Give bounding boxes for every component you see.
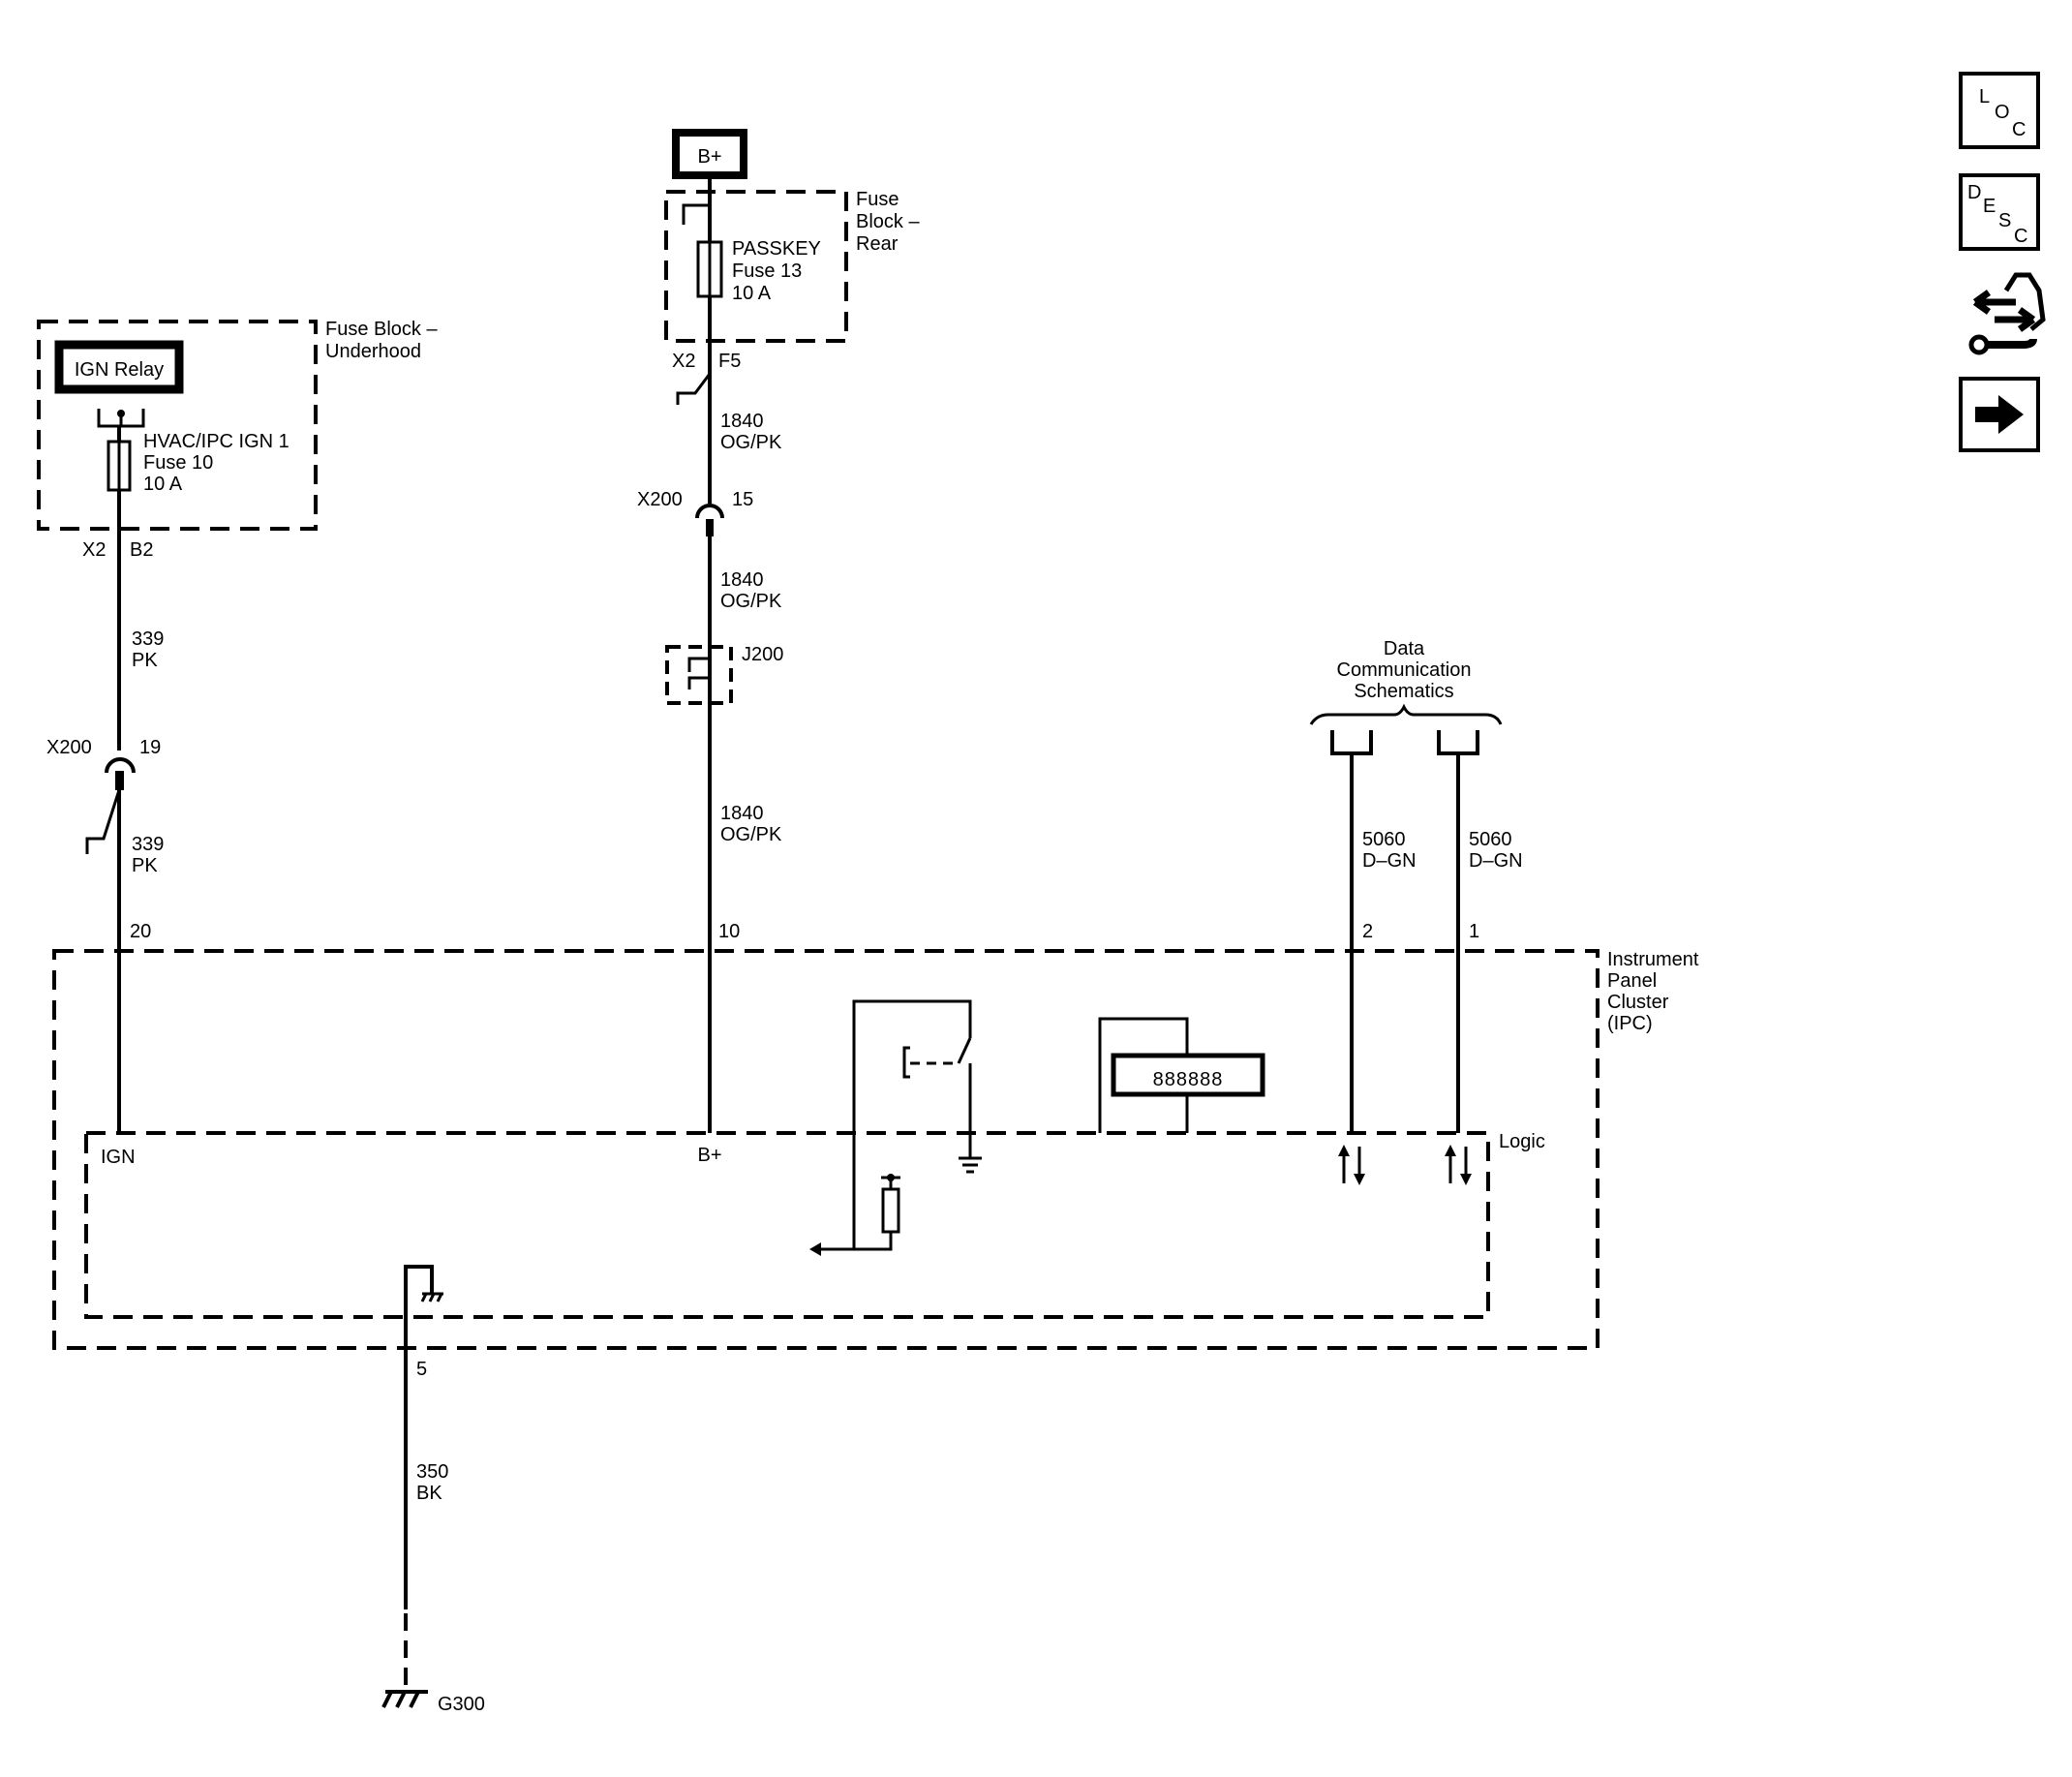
svg-text:5060: 5060	[1362, 829, 1406, 850]
svg-text:X200: X200	[637, 489, 683, 510]
svg-text:1: 1	[1469, 921, 1479, 942]
svg-text:350: 350	[416, 1461, 448, 1483]
svg-text:D–GN: D–GN	[1362, 850, 1417, 872]
instrument-panel-cluster: Instrument Panel Cluster (IPC)	[52, 949, 1699, 1350]
svg-text:10: 10	[718, 921, 740, 942]
location-button[interactable]: L O C	[1959, 72, 2040, 149]
logic-block: Logic	[84, 1131, 1545, 1319]
svg-text:B+: B+	[697, 1145, 721, 1166]
svg-text:1840: 1840	[720, 569, 764, 591]
svg-text:10 A: 10 A	[732, 283, 772, 304]
svg-text:339: 339	[132, 834, 164, 855]
svg-text:Schematics: Schematics	[1354, 681, 1453, 702]
svg-text:PASSKEY: PASSKEY	[732, 238, 821, 260]
svg-text:Communication: Communication	[1337, 659, 1472, 681]
svg-text:Rear: Rear	[856, 233, 899, 255]
svg-text:15: 15	[732, 489, 753, 510]
svg-text:BK: BK	[416, 1483, 442, 1504]
svg-text:G300: G300	[438, 1694, 485, 1715]
svg-text:339: 339	[132, 628, 164, 650]
next-arrow-button[interactable]	[1959, 377, 2040, 452]
svg-text:Fuse: Fuse	[856, 189, 899, 210]
svg-text:X2: X2	[82, 539, 106, 561]
svg-text:B+: B+	[697, 146, 721, 168]
bplus-source: B+	[672, 129, 747, 179]
svg-text:J200: J200	[742, 644, 783, 665]
svg-text:19: 19	[139, 737, 161, 758]
ipc-internal-switch	[809, 999, 982, 1256]
svg-text:X2: X2	[672, 351, 695, 372]
hvac-ipc-fuse: HVAC/IPC IGN 1 Fuse 10 10 A	[107, 426, 289, 495]
svg-text:2: 2	[1362, 921, 1373, 942]
svg-text:B2: B2	[130, 539, 153, 561]
svg-text:D–GN: D–GN	[1469, 850, 1523, 872]
svg-text:D: D	[1967, 182, 1981, 203]
svg-text:HVAC/IPC IGN 1: HVAC/IPC IGN 1	[143, 431, 289, 452]
fuse-block-underhood: Fuse Block – Underhood	[37, 319, 438, 531]
svg-text:X200: X200	[46, 737, 92, 758]
svg-text:888888: 888888	[1153, 1069, 1224, 1090]
svg-text:OG/PK: OG/PK	[720, 591, 782, 612]
svg-text:L: L	[1979, 86, 1990, 107]
splice-j200: J200	[665, 644, 783, 705]
arrow-right-icon	[1975, 395, 2024, 434]
svg-text:IGN: IGN	[101, 1147, 136, 1168]
svg-text:20: 20	[130, 921, 151, 942]
svg-text:O: O	[1995, 102, 2010, 123]
internal-ground	[404, 1265, 443, 1348]
ign-relay: IGN Relay	[54, 340, 184, 394]
svg-text:Instrument: Instrument	[1607, 949, 1699, 970]
svg-text:Underhood: Underhood	[325, 341, 421, 362]
svg-text:5: 5	[416, 1359, 427, 1380]
svg-text:1840: 1840	[720, 411, 764, 432]
svg-text:5060: 5060	[1469, 829, 1512, 850]
data-communication-reference: Data Communication Schematics	[1309, 638, 1503, 755]
svg-text:PK: PK	[132, 650, 158, 671]
odometer-display: 888888	[1098, 1017, 1265, 1133]
svg-text:10 A: 10 A	[143, 474, 183, 495]
svg-text:Panel: Panel	[1607, 970, 1657, 992]
svg-text:Fuse 10: Fuse 10	[143, 452, 213, 474]
svg-text:Fuse Block –: Fuse Block –	[325, 319, 438, 340]
svg-text:Data: Data	[1384, 638, 1425, 659]
svg-text:PK: PK	[132, 855, 158, 876]
svg-text:Block –: Block –	[856, 211, 920, 232]
connector-x200-left: X200 19	[46, 737, 161, 790]
svg-text:E: E	[1983, 196, 1996, 217]
ground-g300: G300	[381, 1690, 485, 1715]
svg-text:IGN Relay: IGN Relay	[75, 359, 164, 381]
svg-text:(IPC): (IPC)	[1607, 1013, 1653, 1034]
svg-text:Logic: Logic	[1499, 1131, 1545, 1152]
svg-text:OG/PK: OG/PK	[720, 824, 782, 845]
fuse-block-rear: Fuse Block – Rear	[664, 189, 920, 343]
connector-end-view-icon[interactable]	[1968, 272, 2046, 355]
svg-text:Cluster: Cluster	[1607, 992, 1669, 1013]
svg-text:C: C	[2014, 226, 2027, 247]
svg-text:Fuse 13: Fuse 13	[732, 260, 802, 282]
passkey-fuse: PASSKEY Fuse 13 10 A	[696, 238, 821, 304]
svg-text:S: S	[1998, 210, 2011, 231]
description-button[interactable]: D E S C	[1959, 173, 2040, 251]
svg-text:1840: 1840	[720, 803, 764, 824]
svg-text:OG/PK: OG/PK	[720, 432, 782, 453]
svg-text:F5: F5	[718, 351, 741, 372]
connector-x200-center: X200 15	[637, 489, 753, 536]
data-line-arrows	[1338, 1145, 1472, 1185]
svg-text:C: C	[2012, 119, 2026, 140]
